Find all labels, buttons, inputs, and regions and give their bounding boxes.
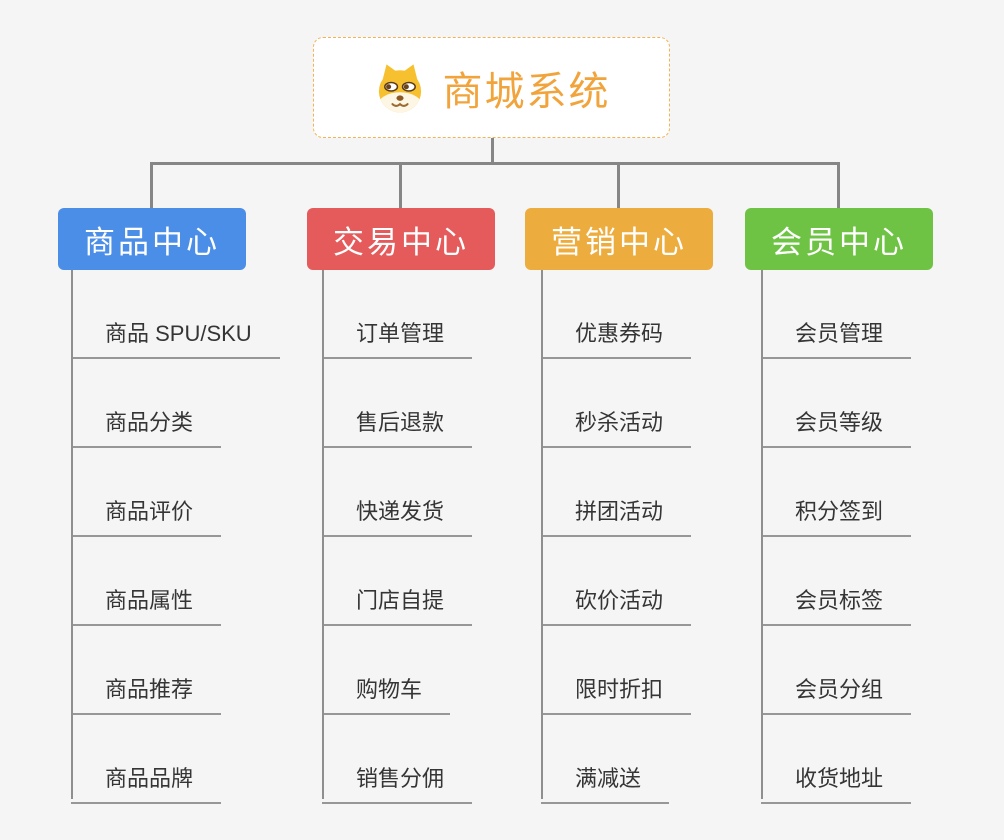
root-node-title: 商城系统 — [442, 69, 611, 114]
list-item: 会员分组 — [761, 626, 912, 715]
list-item: 商品分类 — [71, 359, 280, 448]
sub-topic-node[interactable]: 限时折扣 — [541, 672, 692, 715]
list-item: 秒杀活动 — [541, 359, 692, 448]
sub-topic-node[interactable]: 会员等级 — [761, 405, 912, 448]
branch-node-trade-center[interactable]: 交易中心 — [307, 208, 495, 270]
column-spine — [541, 270, 543, 799]
list-item: 订单管理 — [322, 270, 473, 359]
sub-topic-node[interactable]: 商品属性 — [71, 583, 222, 626]
list-item: 拼团活动 — [541, 448, 692, 537]
sub-topic-node[interactable]: 积分签到 — [761, 494, 912, 537]
sub-topic-node[interactable]: 门店自提 — [322, 583, 473, 626]
list-item: 会员等级 — [761, 359, 912, 448]
sub-topic-node[interactable]: 商品评价 — [71, 494, 222, 537]
connector-line — [617, 164, 620, 208]
connector-line — [491, 138, 494, 164]
list-item: 满减送 — [541, 715, 691, 804]
list-item: 会员管理 — [761, 270, 912, 359]
branch-label: 交易中心 — [333, 224, 469, 260]
list-item: 商品推荐 — [71, 626, 280, 715]
sub-topic-node[interactable]: 订单管理 — [322, 316, 473, 359]
sub-topic-node[interactable]: 商品分类 — [71, 405, 222, 448]
subtree-member-center: 会员管理 会员等级 积分签到 会员标签 会员分组 收货地址 — [761, 270, 912, 804]
list-item: 商品 SPU/SKU — [71, 270, 280, 359]
sub-topic-node[interactable]: 商品品牌 — [71, 761, 222, 804]
list-item: 商品评价 — [71, 448, 280, 537]
root-node[interactable]: 商城系统 — [313, 37, 670, 138]
list-item: 售后退款 — [322, 359, 473, 448]
list-item: 砍价活动 — [541, 537, 692, 626]
branch-node-product-center[interactable]: 商品中心 — [58, 208, 246, 270]
sub-topic-node[interactable]: 秒杀活动 — [541, 405, 692, 448]
column-spine — [761, 270, 763, 799]
list-item: 购物车 — [322, 626, 472, 715]
sub-topic-node[interactable]: 购物车 — [322, 672, 451, 715]
branch-label: 会员中心 — [771, 224, 907, 260]
branch-label: 商品中心 — [84, 224, 220, 260]
sub-topic-node[interactable]: 拼团活动 — [541, 494, 692, 537]
sub-topic-node[interactable]: 满减送 — [541, 761, 670, 804]
branch-node-member-center[interactable]: 会员中心 — [745, 208, 933, 270]
sub-topic-node[interactable]: 收货地址 — [761, 761, 912, 804]
list-item: 商品品牌 — [71, 715, 280, 804]
sub-topic-node[interactable]: 售后退款 — [322, 405, 473, 448]
list-item: 会员标签 — [761, 537, 912, 626]
list-item: 销售分佣 — [322, 715, 473, 804]
list-item: 快递发货 — [322, 448, 473, 537]
branch-label: 营销中心 — [551, 224, 687, 260]
subtree-product-center: 商品 SPU/SKU 商品分类 商品评价 商品属性 商品推荐 商品品牌 — [71, 270, 280, 804]
sub-topic-node[interactable]: 会员管理 — [761, 316, 912, 359]
list-item: 限时折扣 — [541, 626, 692, 715]
sub-topic-node[interactable]: 会员分组 — [761, 672, 912, 715]
list-item: 门店自提 — [322, 537, 473, 626]
sub-topic-node[interactable]: 销售分佣 — [322, 761, 473, 804]
sub-topic-node[interactable]: 优惠券码 — [541, 316, 692, 359]
list-item: 积分签到 — [761, 448, 912, 537]
branch-node-marketing-center[interactable]: 营销中心 — [525, 208, 713, 270]
subtree-marketing-center: 优惠券码 秒杀活动 拼团活动 砍价活动 限时折扣 满减送 — [541, 270, 692, 804]
connector-line — [837, 164, 840, 208]
connector-line — [150, 162, 840, 165]
list-item: 优惠券码 — [541, 270, 692, 359]
column-spine — [71, 270, 73, 799]
list-item: 商品属性 — [71, 537, 280, 626]
sub-topic-node[interactable]: 商品 SPU/SKU — [71, 316, 280, 359]
connector-line — [399, 164, 402, 208]
sub-topic-node[interactable]: 快递发货 — [322, 494, 473, 537]
sub-topic-node[interactable]: 砍价活动 — [541, 583, 692, 626]
dog-face-icon — [373, 61, 427, 115]
connector-line — [150, 164, 153, 208]
sub-topic-node[interactable]: 商品推荐 — [71, 672, 222, 715]
column-spine — [322, 270, 324, 799]
list-item: 收货地址 — [761, 715, 912, 804]
sub-topic-node[interactable]: 会员标签 — [761, 583, 912, 626]
subtree-trade-center: 订单管理 售后退款 快递发货 门店自提 购物车 销售分佣 — [322, 270, 473, 804]
